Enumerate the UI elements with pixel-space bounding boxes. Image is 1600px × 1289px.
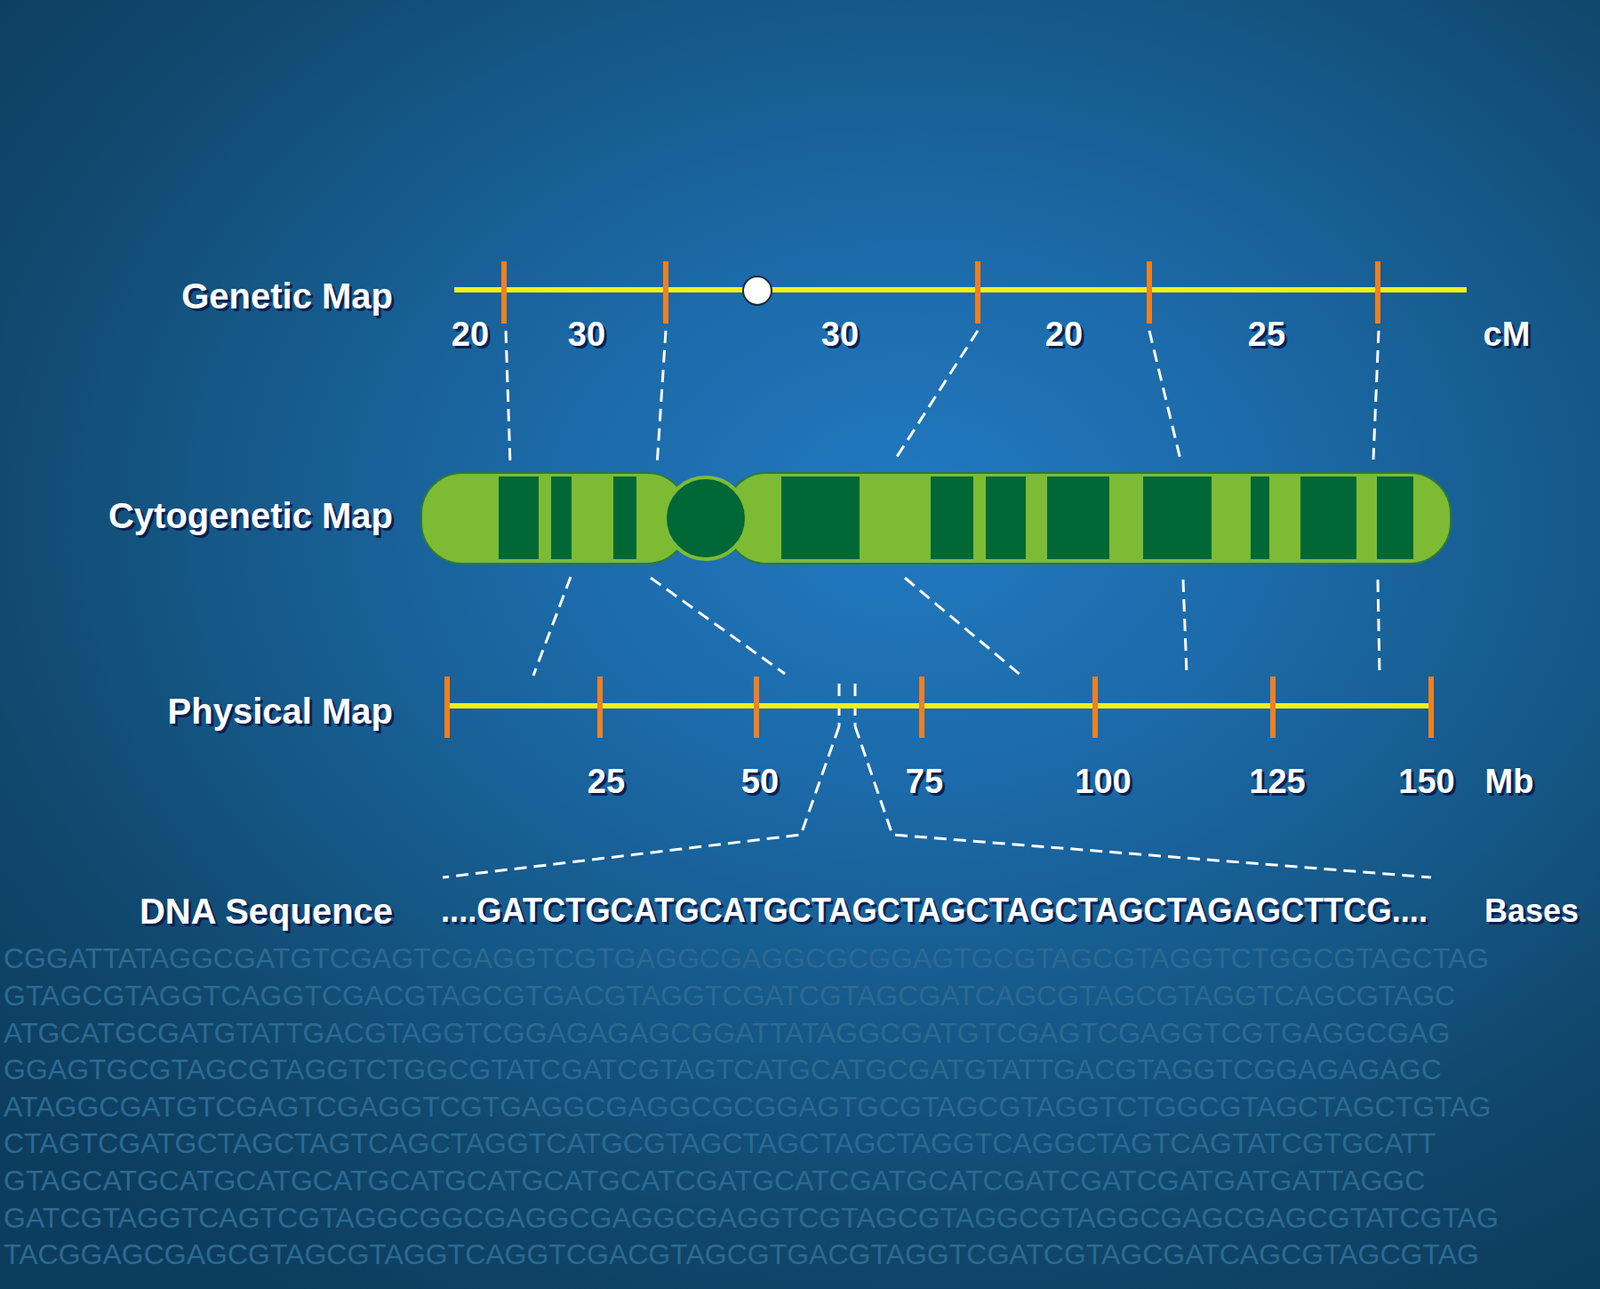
- position-value: 25: [587, 762, 625, 802]
- sequence-watermark: TACGGAGCGAGCGTAGCGTAGGTCAGGTCGACGTAGCGTG…: [3, 1239, 1480, 1271]
- chromosome: [421, 472, 1451, 564]
- position-value: 100: [1074, 762, 1131, 802]
- position-value: 125: [1248, 762, 1305, 802]
- distance-value: 25: [1248, 315, 1286, 355]
- row-label: Physical Map: [168, 690, 393, 732]
- leader-lines: [442, 330, 1432, 878]
- physical-map-line: [447, 703, 1432, 709]
- unit-label: Mb: [1485, 762, 1535, 802]
- position-value: 75: [905, 762, 944, 802]
- genetic-map-ticks: [504, 261, 1378, 324]
- sequence-watermark: GGAGTGCGTAGCGTAGGTCTGGCGTATCGATCGTAGTCAT…: [3, 1054, 1442, 1086]
- unit-label: cM: [1483, 315, 1531, 355]
- row-label: Cytogenetic Map: [108, 495, 393, 536]
- centromere-marker: [743, 276, 772, 305]
- sequence-watermark: GATCGTAGGTCAGTCGTAGGCGGCGAGGCGAGGCGAGGTC…: [3, 1202, 1499, 1234]
- unit-label: Bases: [1484, 892, 1579, 929]
- distance-value: 20: [451, 315, 489, 355]
- sequence-watermark: CGGATTATAGGCGATGTCGAGTCGAGGTCGTGAGGCGAGG…: [3, 943, 1489, 975]
- distance-value: 20: [1045, 315, 1083, 355]
- dna-sequence: ....GATCTGCATGCATGCTAGCTAGCTAGCTAGCTAGAG…: [440, 891, 1428, 931]
- sequence-watermark: CTAGTCGATGCTAGCTAGTCAGCTAGGTCATGCGTAGCTA…: [3, 1128, 1436, 1160]
- sequence-watermark: GTAGCATGCATGCATGCATGCATGCATGCATGCATCGATG…: [3, 1165, 1425, 1197]
- sequence-watermark: GTAGCGTAGGTCAGGTCGACGTAGCGTGACGTAGGTCGAT…: [3, 980, 1456, 1012]
- distance-value: 30: [821, 315, 859, 355]
- sequence-watermark: ATAGGCGATGTCGAGTCGAGGTCGTGAGGCGAGGCGCGGA…: [3, 1091, 1491, 1123]
- genetic-map-line: [454, 287, 1467, 293]
- position-value: 50: [741, 762, 779, 802]
- distance-value: 30: [568, 315, 606, 355]
- row-label: Genetic Map: [181, 275, 393, 317]
- physical-map-ticks: [447, 676, 1432, 738]
- position-value: 150: [1398, 762, 1455, 802]
- sequence-watermark: ATGCATGCGATGTATTGACGTAGGTCGGAGAGAGCGGATT…: [3, 1017, 1450, 1049]
- row-label: DNA Sequence: [139, 890, 393, 932]
